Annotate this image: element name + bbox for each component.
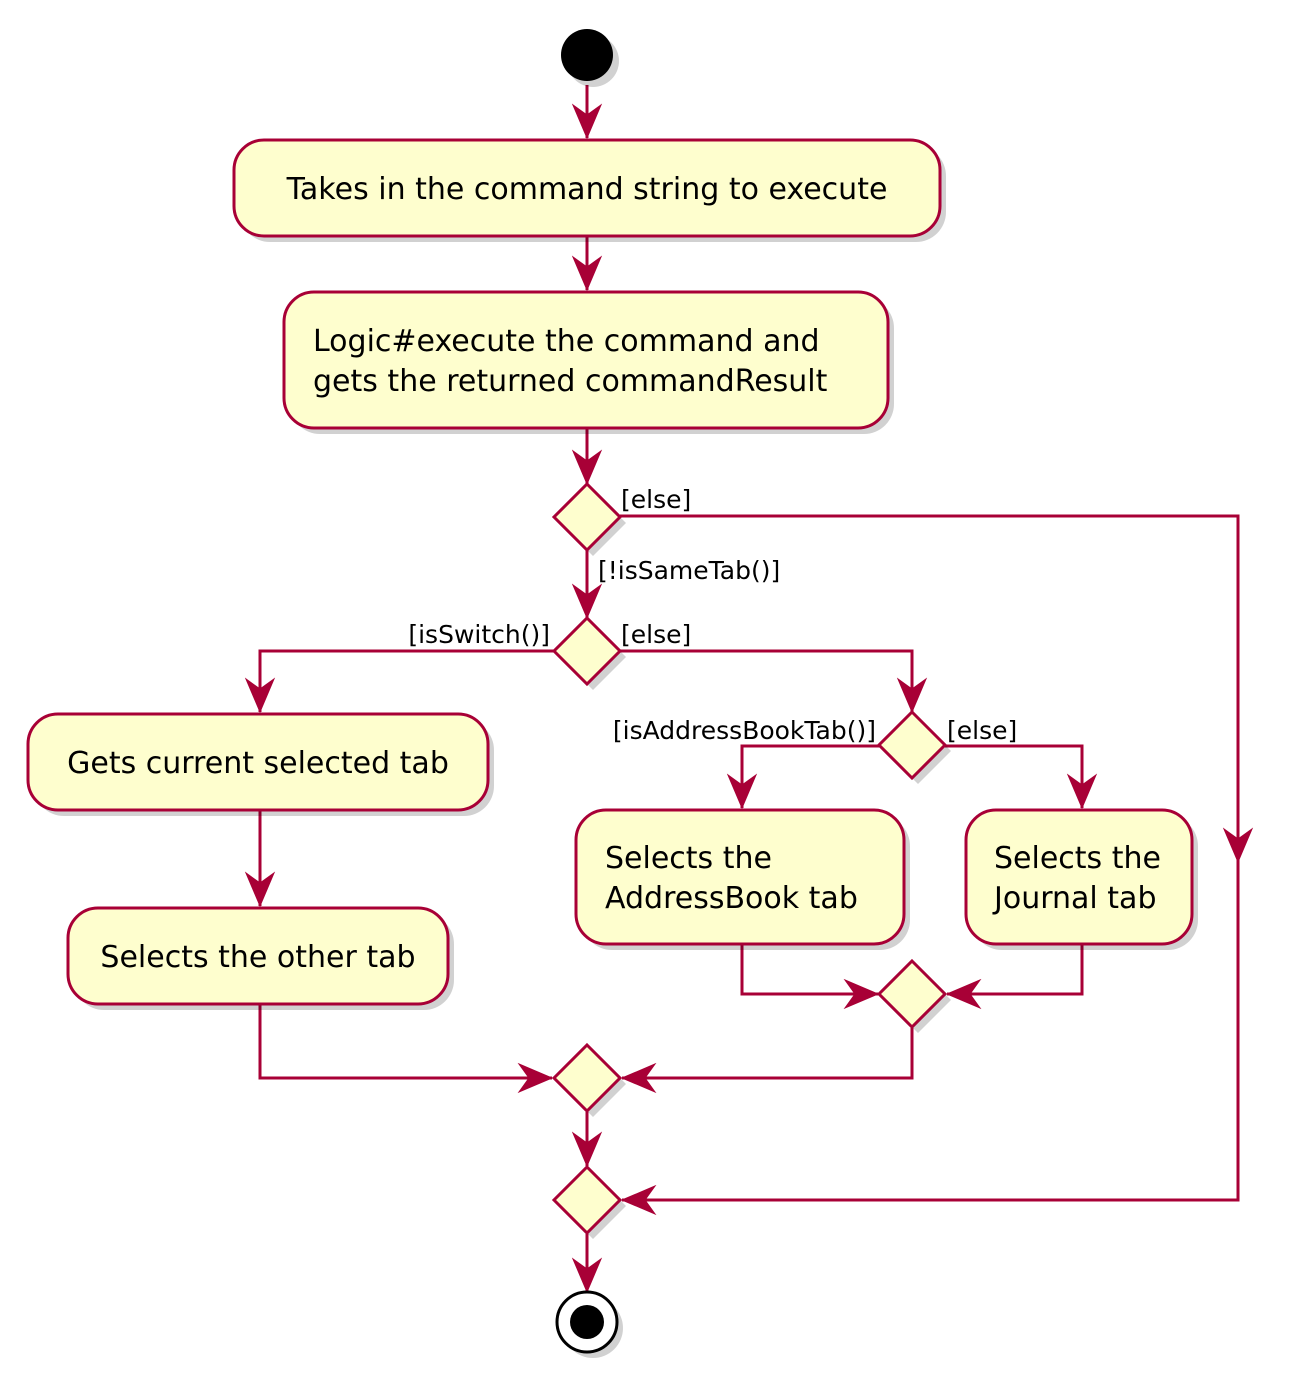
start-node bbox=[561, 29, 613, 81]
action-select-journal-line2: Journal tab bbox=[992, 881, 1156, 916]
arrow-head bbox=[945, 978, 982, 1010]
decision-is-switch bbox=[551, 615, 623, 687]
arrow-head bbox=[571, 449, 603, 486]
action-logic-execute-line1: Logic#execute the command and bbox=[313, 324, 820, 359]
arrow-head bbox=[571, 103, 603, 140]
arrow-head bbox=[896, 677, 928, 714]
action-get-current-tab-text: Gets current selected tab bbox=[67, 746, 449, 781]
action-select-addressbook-tab: Selects the AddressBook tab bbox=[574, 808, 910, 950]
action-select-other-tab-text: Selects the other tab bbox=[100, 940, 415, 975]
decision-same-tab bbox=[551, 481, 623, 553]
action-take-command: Takes in the command string to execute bbox=[232, 138, 946, 242]
merge-tab-selection bbox=[876, 958, 948, 1030]
arrow-head bbox=[620, 1062, 657, 1094]
action-select-journal-tab: Selects the Journal tab bbox=[964, 808, 1198, 950]
guard-tab-else: [else] bbox=[947, 716, 1017, 745]
arrow-head bbox=[244, 677, 276, 714]
guard-is-addressbook-tab: [isAddressBookTab()] bbox=[613, 716, 876, 745]
action-select-addressbook-line1: Selects the bbox=[605, 841, 772, 876]
arrow-head bbox=[244, 871, 276, 908]
decision-is-addressbook-tab bbox=[876, 709, 948, 781]
arrow-head bbox=[571, 1257, 603, 1294]
guard-switch-else: [else] bbox=[621, 620, 691, 649]
arrow-head bbox=[517, 1062, 554, 1094]
arrow-head bbox=[571, 255, 603, 292]
guard-outer-else: [else] bbox=[621, 485, 691, 514]
arrow-head bbox=[726, 773, 758, 810]
arrow-head bbox=[1222, 827, 1254, 864]
action-logic-execute: Logic#execute the command and gets the r… bbox=[282, 290, 894, 434]
guard-is-switch: [isSwitch()] bbox=[408, 620, 550, 649]
arrow-head bbox=[571, 583, 603, 620]
edges bbox=[258, 85, 1240, 1292]
arrow-head bbox=[843, 978, 880, 1010]
action-take-command-text: Takes in the command string to execute bbox=[286, 172, 888, 207]
arrow-head bbox=[620, 1184, 657, 1216]
end-node bbox=[555, 1290, 619, 1354]
arrow-head bbox=[1066, 773, 1098, 810]
action-select-journal-line1: Selects the bbox=[994, 841, 1161, 876]
merge-final bbox=[551, 1164, 623, 1236]
action-logic-execute-line2: gets the returned commandResult bbox=[313, 364, 828, 399]
action-select-addressbook-line2: AddressBook tab bbox=[605, 881, 858, 916]
guard-not-same-tab: [!isSameTab()] bbox=[598, 556, 780, 585]
action-select-other-tab: Selects the other tab bbox=[66, 906, 454, 1010]
arrowheads bbox=[244, 103, 1254, 1294]
action-get-current-tab: Gets current selected tab bbox=[26, 712, 494, 816]
merge-switch-branches bbox=[551, 1042, 623, 1114]
arrow-head bbox=[571, 1131, 603, 1168]
